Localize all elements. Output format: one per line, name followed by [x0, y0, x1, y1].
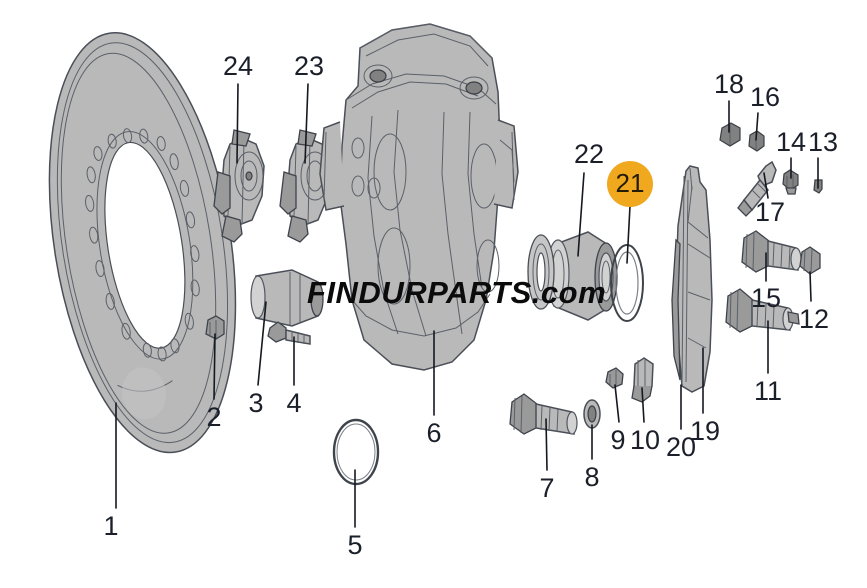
callout-leader-line-2	[213, 333, 216, 400]
callout-1[interactable]: 1	[103, 511, 118, 541]
callout-3[interactable]: 3	[248, 388, 263, 418]
part-caliper-body	[319, 23, 519, 371]
part-o-ring-5	[332, 418, 380, 486]
callout-label-13: 13	[808, 127, 838, 157]
callout-label-6: 6	[426, 418, 441, 448]
callout-label-10: 10	[630, 425, 660, 455]
callout-12[interactable]: 12	[799, 304, 829, 334]
callout-17[interactable]: 17	[755, 197, 785, 227]
callout-label-16: 16	[750, 82, 780, 112]
callout-20[interactable]: 20	[666, 432, 696, 462]
callout-label-8: 8	[584, 462, 599, 492]
part-seal-ring-left	[527, 234, 555, 310]
callout-label-17: 17	[755, 197, 785, 227]
callout-6[interactable]: 6	[426, 418, 441, 448]
callout-label-22: 22	[574, 139, 604, 169]
callout-14[interactable]: 14	[776, 127, 806, 157]
callout-5[interactable]: 5	[347, 530, 362, 560]
part-bolt-17	[737, 160, 777, 217]
callout-label-2: 2	[206, 402, 221, 432]
callout-11[interactable]: 11	[754, 376, 782, 406]
callout-7[interactable]: 7	[539, 473, 554, 503]
part-brake-pad	[671, 165, 713, 393]
callout-label-14: 14	[776, 127, 806, 157]
part-pin-10	[631, 357, 654, 403]
callout-15[interactable]: 15	[751, 283, 781, 313]
callout-label-24: 24	[223, 51, 253, 81]
callout-24[interactable]: 24	[223, 51, 253, 81]
callout-label-3: 3	[248, 388, 263, 418]
callout-label-9: 9	[610, 425, 625, 455]
callout-leader-line-12	[809, 271, 812, 302]
callout-label-12: 12	[799, 304, 829, 334]
callout-leader-line-21	[626, 205, 631, 264]
disc-bolt-holes	[85, 128, 200, 362]
callout-label-20: 20	[666, 432, 696, 462]
callout-leader-line-7	[545, 418, 548, 471]
leader-lines	[115, 83, 819, 528]
part-pin-2	[205, 315, 225, 340]
part-bolt-7	[509, 393, 578, 435]
part-washer-18	[719, 122, 741, 147]
callout-leader-line-9	[614, 384, 620, 423]
part-bolt-11	[725, 288, 800, 333]
callout-label-15: 15	[751, 283, 781, 313]
callout-leader-line-24	[236, 83, 239, 164]
callout-19[interactable]: 19	[690, 416, 720, 446]
part-nut-9	[605, 367, 624, 389]
callout-16[interactable]: 16	[750, 82, 780, 112]
callout-2[interactable]: 2	[206, 402, 221, 432]
callout-leader-line-16	[755, 112, 759, 141]
watermark-text: FINDURPARTS.com	[307, 275, 606, 310]
callout-4[interactable]: 4	[286, 388, 301, 418]
callout-label-19: 19	[690, 416, 720, 446]
callout-label-23: 23	[294, 51, 324, 81]
part-bolt-4	[267, 321, 311, 345]
callout-9[interactable]: 9	[610, 425, 625, 455]
callout-leader-line-23	[304, 83, 309, 164]
part-pad-retainer-23	[279, 129, 331, 243]
callout-22[interactable]: 22	[574, 139, 604, 169]
callout-10[interactable]: 10	[630, 425, 660, 455]
callout-label-5: 5	[347, 530, 362, 560]
callout-leader-line-22	[577, 172, 585, 257]
callout-8[interactable]: 8	[584, 462, 599, 492]
callout-leader-line-17	[763, 172, 769, 199]
callout-18[interactable]: 18	[714, 69, 744, 99]
part-bolt-14	[782, 169, 799, 195]
callout-21[interactable]: 21	[607, 161, 653, 207]
part-pad-backing-20	[671, 238, 681, 381]
callout-highlight-badge	[607, 161, 653, 207]
callout-label-7: 7	[539, 473, 554, 503]
callout-label-18: 18	[714, 69, 744, 99]
callout-13[interactable]: 13	[808, 127, 838, 157]
callout-label-11: 11	[754, 376, 782, 406]
part-sleeve-bushing	[250, 269, 324, 327]
callout-leader-line-10	[641, 387, 645, 423]
callout-leader-line-3	[257, 301, 267, 386]
part-brake-disc	[48, 32, 237, 454]
part-washer-8	[583, 399, 601, 429]
part-clip-12	[799, 246, 821, 275]
part-bolt-15	[741, 230, 802, 273]
callout-label-21: 21	[616, 168, 645, 198]
callout-23[interactable]: 23	[294, 51, 324, 81]
callout-label-4: 4	[286, 388, 301, 418]
callout-label-1: 1	[103, 511, 118, 541]
